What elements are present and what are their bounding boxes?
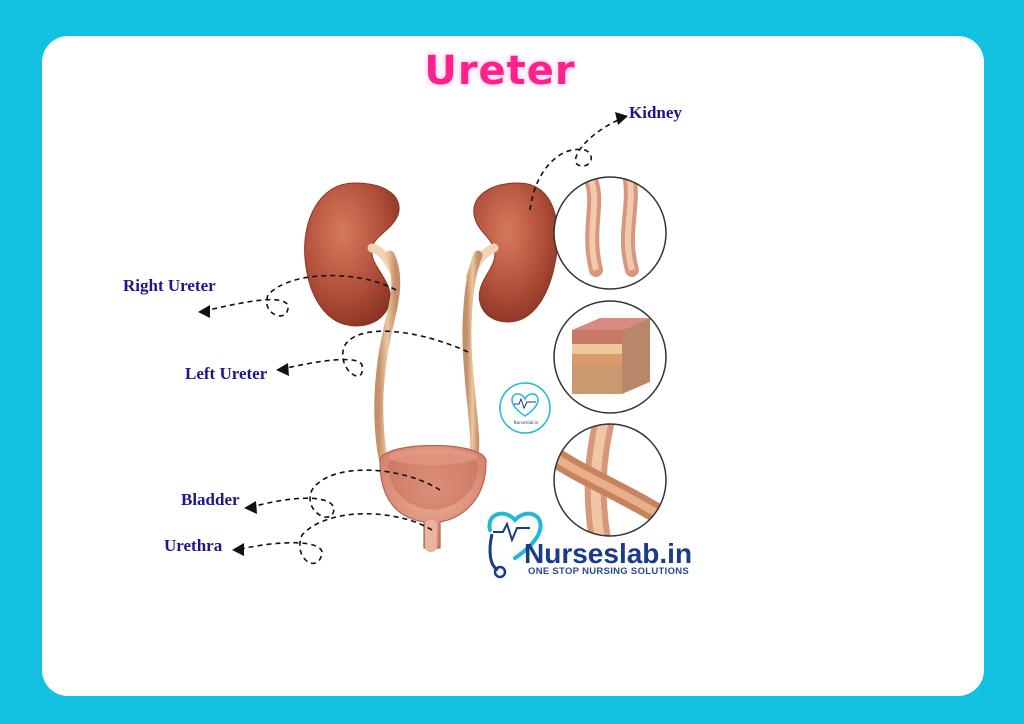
right-ureter-pointer: [199, 274, 397, 317]
bladder-arrowhead: [244, 501, 257, 514]
watermark-brand: Nurseslab.in: [524, 538, 693, 569]
bladder-label: Bladder: [181, 490, 240, 509]
urethra-tube: [425, 520, 437, 552]
watermark-tagline: ONE STOP NURSING SOLUTIONS: [528, 566, 690, 577]
heart-stethoscope-logo-icon: [487, 511, 543, 579]
ureter-segment-detail: [553, 176, 667, 290]
urethra-arrowhead: [232, 543, 244, 556]
kidney-label: Kidney: [629, 103, 682, 122]
urethra-label: Urethra: [164, 536, 223, 555]
bladder-shape: [379, 444, 487, 549]
left-ureter-pointer: [277, 330, 469, 377]
left-ureter-tube: [462, 250, 483, 471]
left-ureter-label: Left Ureter: [185, 364, 268, 383]
ureter-wall-layers-detail: [553, 300, 667, 414]
mini-logo-caption: Nurseslab.in: [513, 420, 539, 425]
mini-logo: [499, 382, 551, 434]
diagram-card: [42, 36, 984, 696]
right-ureter-tube: [374, 250, 401, 467]
urethra-pointer: [235, 513, 433, 564]
ureter-crossing-detail: [553, 423, 667, 537]
right-kidney: [304, 182, 401, 327]
right-ureter-label: Right Ureter: [123, 276, 216, 295]
left-ureter-arrowhead: [276, 363, 289, 376]
kidney-pointer: [529, 115, 629, 211]
kidney-arrowhead: [615, 112, 628, 125]
bladder-pointer: [247, 469, 441, 518]
diagram-title: Ureter: [424, 48, 576, 94]
left-kidney: [465, 182, 559, 323]
right-ureter-arrowhead: [198, 305, 210, 318]
